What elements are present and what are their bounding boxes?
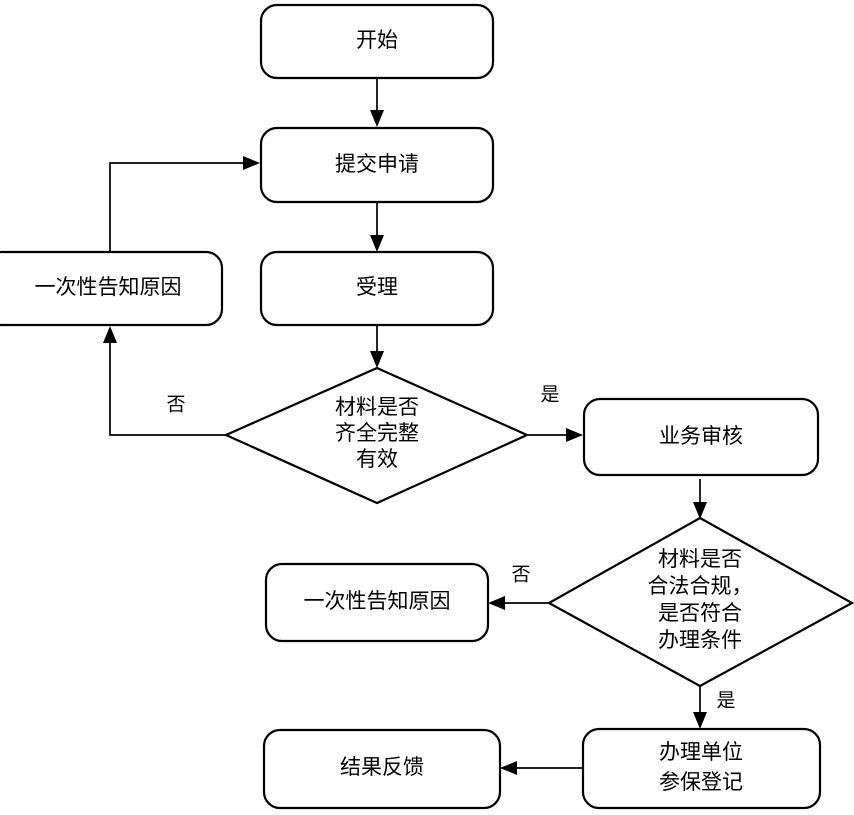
node-shape-rect (0, 250, 224, 327)
branch-label-complete-yes: 是 (540, 384, 559, 405)
node-label-decision-legal-line2: 合法合规， (648, 574, 753, 598)
node-accept[interactable]: 受理 (259, 250, 495, 327)
edge-decision-legal-no (488, 596, 550, 610)
node-notify-reason-2[interactable]: 一次性告知原因 (264, 562, 490, 643)
node-label-handle-unit-line1: 办理单位 (659, 740, 743, 764)
node-label-decision-complete-line1: 材料是否 (335, 395, 419, 419)
edge-submit-to-accept (370, 202, 384, 252)
node-result-feedback[interactable]: 结果反馈 (262, 728, 502, 810)
node-label-start: 开始 (356, 28, 398, 52)
node-label-business-review: 业务审核 (659, 424, 743, 448)
edge-start-to-submit (370, 78, 384, 127)
node-decision-materials-legal[interactable]: 材料是否 合法合规， 是否符合 办理条件 (546, 516, 854, 688)
node-shape-rect (259, 3, 495, 80)
edge-decision-legal-yes (693, 685, 707, 729)
edge-line (109, 338, 226, 436)
arrow-head-icon (370, 351, 384, 368)
branch-label-legal-no: 否 (511, 564, 530, 585)
node-shape-rect (262, 728, 502, 810)
node-shape-rect (259, 250, 495, 327)
arrow-head-icon (370, 110, 384, 127)
arrow-head-icon (693, 712, 707, 729)
node-label-decision-legal-line1: 材料是否 (658, 547, 742, 571)
node-shape-rect (581, 727, 822, 810)
node-label-handle-unit-line2: 参保登记 (659, 770, 743, 794)
branch-label-legal-yes: 是 (716, 690, 735, 711)
node-decision-materials-complete[interactable]: 材料是否 齐全完整 有效 (223, 366, 530, 505)
node-submit-application[interactable]: 提交申请 (259, 126, 495, 204)
node-shape-rect (259, 126, 495, 204)
edge-review-to-decision-legal (693, 479, 707, 519)
arrow-head-icon (488, 596, 505, 610)
arrow-head-icon (243, 156, 260, 170)
node-shape-rect (582, 397, 820, 477)
node-label-decision-legal-line3: 是否符合 (658, 601, 742, 625)
node-label-decision-complete-line2: 齐全完整 (335, 421, 419, 445)
edge-accept-to-decision-complete (370, 325, 384, 368)
node-label-result-feedback: 结果反馈 (340, 755, 424, 779)
arrow-head-icon (103, 326, 117, 343)
branch-label-complete-no: 否 (166, 394, 185, 415)
node-shape-diamond (223, 366, 530, 505)
edge-decision-complete-no (103, 326, 226, 436)
node-notify-reason-1[interactable]: 一次性告知原因 (0, 250, 224, 327)
node-business-review[interactable]: 业务审核 (582, 397, 820, 477)
edge-notify1-to-submit (109, 156, 260, 252)
edge-handle-to-result (500, 761, 583, 775)
node-handle-unit-registration[interactable]: 办理单位 参保登记 (581, 727, 822, 810)
node-label-notify-reason-1: 一次性告知原因 (35, 275, 182, 299)
edge-decision-complete-yes (527, 428, 583, 442)
node-label-accept: 受理 (356, 275, 398, 299)
node-shape-diamond (546, 516, 854, 688)
arrow-head-icon (566, 428, 583, 442)
arrow-head-icon (693, 502, 707, 519)
node-label-decision-complete-line3: 有效 (356, 447, 398, 471)
node-label-submit-application: 提交申请 (335, 152, 419, 176)
edge-line (109, 162, 248, 252)
node-label-notify-reason-2: 一次性告知原因 (304, 589, 451, 613)
node-start[interactable]: 开始 (259, 3, 495, 80)
node-label-decision-legal-line4: 办理条件 (658, 628, 742, 652)
arrow-head-icon (500, 761, 517, 775)
node-shape-rect (264, 562, 490, 643)
arrow-head-icon (370, 235, 384, 252)
